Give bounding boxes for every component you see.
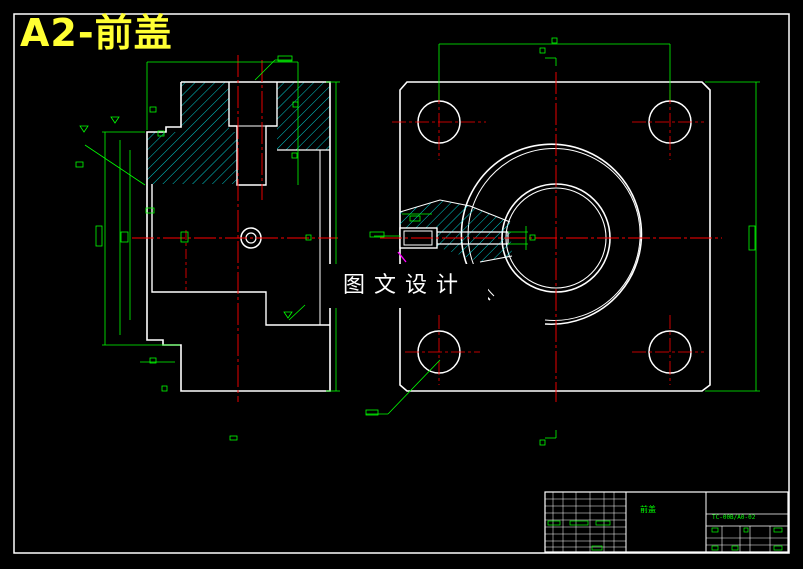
title-block xyxy=(544,491,789,553)
annotation-mark-magenta xyxy=(397,251,407,263)
side-view-dimensions xyxy=(84,59,340,392)
watermark-text: 图文设计 xyxy=(322,264,488,308)
partial-section-break-line xyxy=(399,199,511,223)
title-block-revision-grid xyxy=(545,492,626,552)
front-view-plate-outline xyxy=(399,81,711,392)
front-view-dimension-tags xyxy=(365,37,756,446)
hatch-region-mid-left xyxy=(147,132,237,184)
title-block-marks xyxy=(547,520,783,551)
title-block-drawing-code: TC-00B/A0-02 xyxy=(712,514,756,521)
drawing-title: A2-前盖 xyxy=(20,11,173,55)
drawing-border xyxy=(13,13,790,554)
title-block-part-name: 前盖 xyxy=(640,505,656,514)
corner-hole-centerlines xyxy=(392,90,704,385)
front-view xyxy=(365,37,760,446)
side-view-dimension-tags xyxy=(75,55,312,441)
front-view-dimensions xyxy=(366,43,760,439)
hatch-region-right xyxy=(277,82,330,150)
hatch-region-top-left xyxy=(181,82,229,132)
side-section-view xyxy=(75,55,340,441)
side-view-inner-profile xyxy=(151,184,330,326)
partial-section-lower-edge xyxy=(479,255,513,263)
